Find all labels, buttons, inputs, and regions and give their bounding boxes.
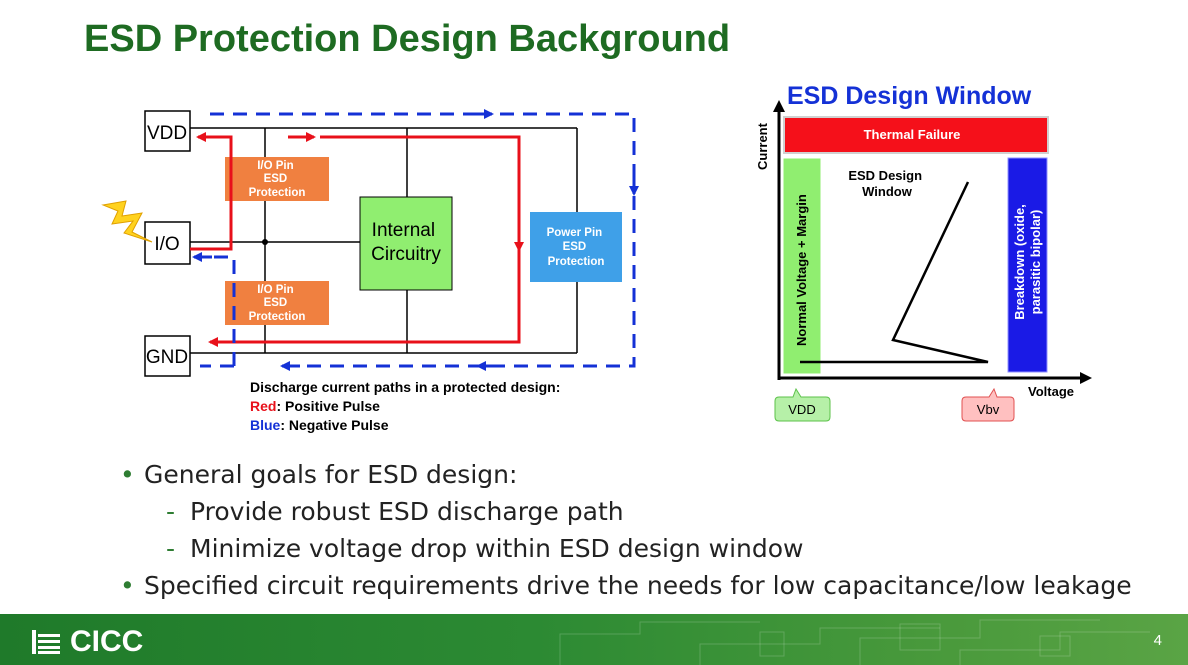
svg-text:Power Pin ESD Protecti: Power Pin ESD Protection xyxy=(547,227,606,268)
page-number: 4 xyxy=(1153,632,1162,649)
svg-text:Red: Positive Pulse: Red: Positive Pulse xyxy=(250,398,380,414)
cicc-logo-icon xyxy=(32,630,60,654)
blue-key: Blue xyxy=(250,417,281,433)
cicc-logo: CICC xyxy=(32,625,143,659)
svg-text:I/O Pin ESD Protection: I/O Pin ESD Protection xyxy=(249,160,306,199)
positive-pulse-path xyxy=(190,132,524,347)
esd-design-window-diagram: ESD Design Window Current Voltage Therma… xyxy=(755,82,1092,422)
vdd-pin xyxy=(144,110,191,152)
svg-text:parasitic bipolar): parasitic bipolar) xyxy=(1028,210,1043,315)
slide-title: ESD Protection Design Background xyxy=(84,18,731,60)
svg-text:Vbv: Vbv xyxy=(977,402,1000,417)
breakdown-bar xyxy=(1007,157,1048,373)
svg-text:Thermal Failure: Thermal Failure xyxy=(864,127,961,142)
svg-text:Normal Voltage + Margin: Normal Voltage + Margin xyxy=(794,194,809,346)
x-axis-label: Voltage xyxy=(1028,384,1074,399)
junction-dot xyxy=(262,239,268,245)
io-pin xyxy=(144,221,191,265)
internal-circuitry-block xyxy=(359,196,453,291)
gnd-pin-label: GND xyxy=(146,347,188,368)
bullet-item: •General goals for ESD design: xyxy=(120,460,518,489)
negative-pulse-path xyxy=(200,112,636,368)
thermal-failure-bar xyxy=(783,116,1049,154)
svg-text:Internal Circuitry: Internal Circuitry xyxy=(371,220,441,265)
vbv-tag xyxy=(961,387,1015,422)
svg-text:Blue: Negative Pulse: Blue: Negative Pulse xyxy=(250,417,389,433)
circuit-pattern xyxy=(559,619,1150,665)
esd-discharge-diagram: VDD I/O GND I/O Pin ESD Protection I/O P… xyxy=(101,109,639,433)
red-key: Red xyxy=(250,398,276,414)
gnd-pin xyxy=(144,335,191,377)
bullet-list: •General goals for ESD design: -Provide … xyxy=(120,456,1160,604)
io-pin-label: I/O xyxy=(154,234,179,255)
io-esd-top xyxy=(225,157,329,201)
svg-text:ESD Design Window: ESD Design Window xyxy=(848,168,925,199)
diagram-caption-heading: Discharge current paths in a protected d… xyxy=(250,379,560,395)
footer-bar: CICC 4 xyxy=(0,614,1188,665)
bullet-subitem: -Provide robust ESD discharge path xyxy=(166,497,624,526)
svg-text:VDD: VDD xyxy=(788,402,815,417)
bullet-subitem: -Minimize voltage drop within ESD design… xyxy=(166,534,804,563)
y-axis-label: Current xyxy=(755,122,770,170)
iv-curve xyxy=(800,181,989,364)
vdd-tag xyxy=(774,387,831,422)
power-esd-block xyxy=(530,212,622,282)
svg-text:Breakdown (oxide,: Breakdown (oxide, xyxy=(1012,204,1027,320)
normal-voltage-bar xyxy=(782,157,822,375)
design-window-title: ESD Design Window xyxy=(787,82,1032,110)
lightning-icon xyxy=(101,200,153,243)
io-esd-bottom xyxy=(225,281,329,325)
vdd-pin-label: VDD xyxy=(147,123,187,144)
svg-text:I/O Pin ESD Protection: I/O Pin ESD Protection xyxy=(249,284,306,323)
bullet-item: •Specified circuit requirements drive th… xyxy=(120,571,1132,600)
